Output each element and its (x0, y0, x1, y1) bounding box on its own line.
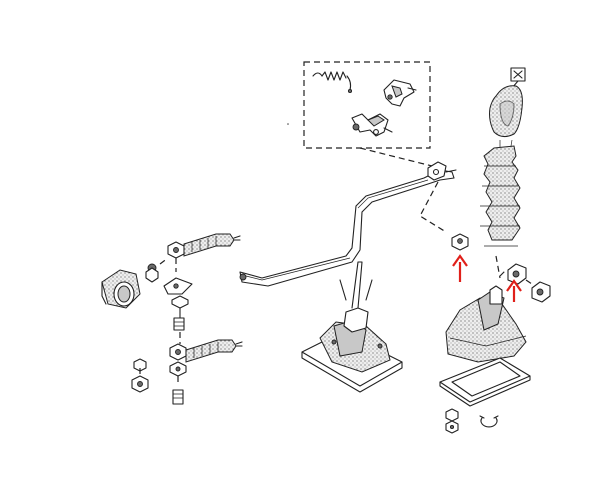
cable-grommet (101, 269, 141, 309)
fastener-bottom-right (445, 408, 499, 434)
nuts-left (131, 358, 149, 393)
shift-lever-boot (480, 145, 521, 279)
cable-end-upper (145, 233, 241, 283)
linkage-bracket (163, 277, 193, 344)
bushing-callout-right (506, 279, 522, 302)
gear-selector-housing (301, 261, 403, 393)
bushing-callout-left (452, 254, 468, 282)
pivot-bracket-icon (351, 113, 393, 137)
gear-knob (489, 67, 526, 153)
shift-rod (239, 161, 457, 287)
spring-icon (312, 71, 353, 94)
stray-dot (287, 123, 289, 125)
bushing-center (451, 233, 469, 251)
bushing-right-pair (499, 263, 551, 303)
shift-lever-base (445, 285, 527, 363)
boot-frame (439, 357, 531, 407)
spring-and-clip-inset (303, 61, 433, 167)
cable-end-lower (169, 339, 243, 405)
clip-icon (383, 79, 417, 107)
